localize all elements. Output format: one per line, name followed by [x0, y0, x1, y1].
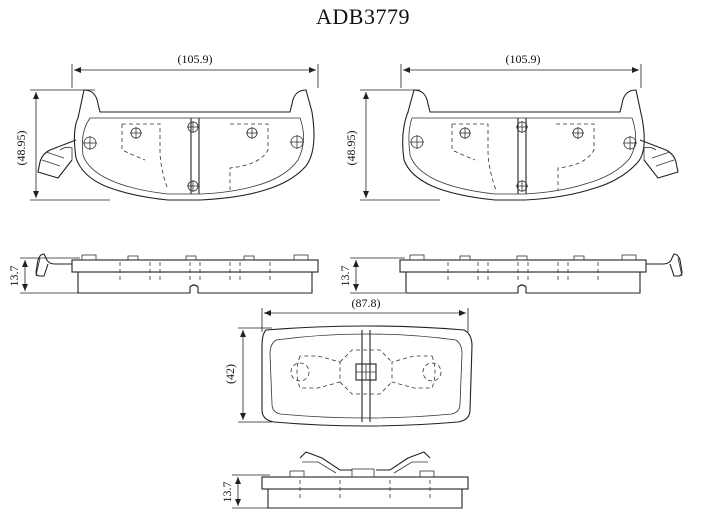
pad-bottom-side-view: 13.7	[220, 451, 469, 509]
pad-side-right-view: 13.7	[338, 253, 683, 294]
thickness-label-side-right: 13.7	[338, 266, 352, 287]
height-label-center: (42)	[223, 364, 237, 384]
height-label-top-left: (48.95)	[14, 131, 28, 166]
pad-top-right-view: (105.9) (48.95)	[344, 52, 679, 201]
thickness-label-bottom: 13.7	[220, 482, 234, 503]
width-label-center: (87.8)	[352, 296, 381, 310]
width-label-top-right: (105.9)	[506, 52, 541, 66]
pad-side-left-view: 13.7	[7, 253, 319, 294]
width-label-top-left: (105.9)	[178, 52, 213, 66]
height-label-top-right: (48.95)	[344, 131, 358, 166]
part-number-title: ADB3779	[316, 4, 410, 29]
thickness-label-side-left: 13.7	[7, 266, 21, 287]
pad-top-left-view: (105.9) (48.95)	[14, 52, 319, 201]
pad-center-view: (87.8) (42)	[223, 296, 473, 427]
